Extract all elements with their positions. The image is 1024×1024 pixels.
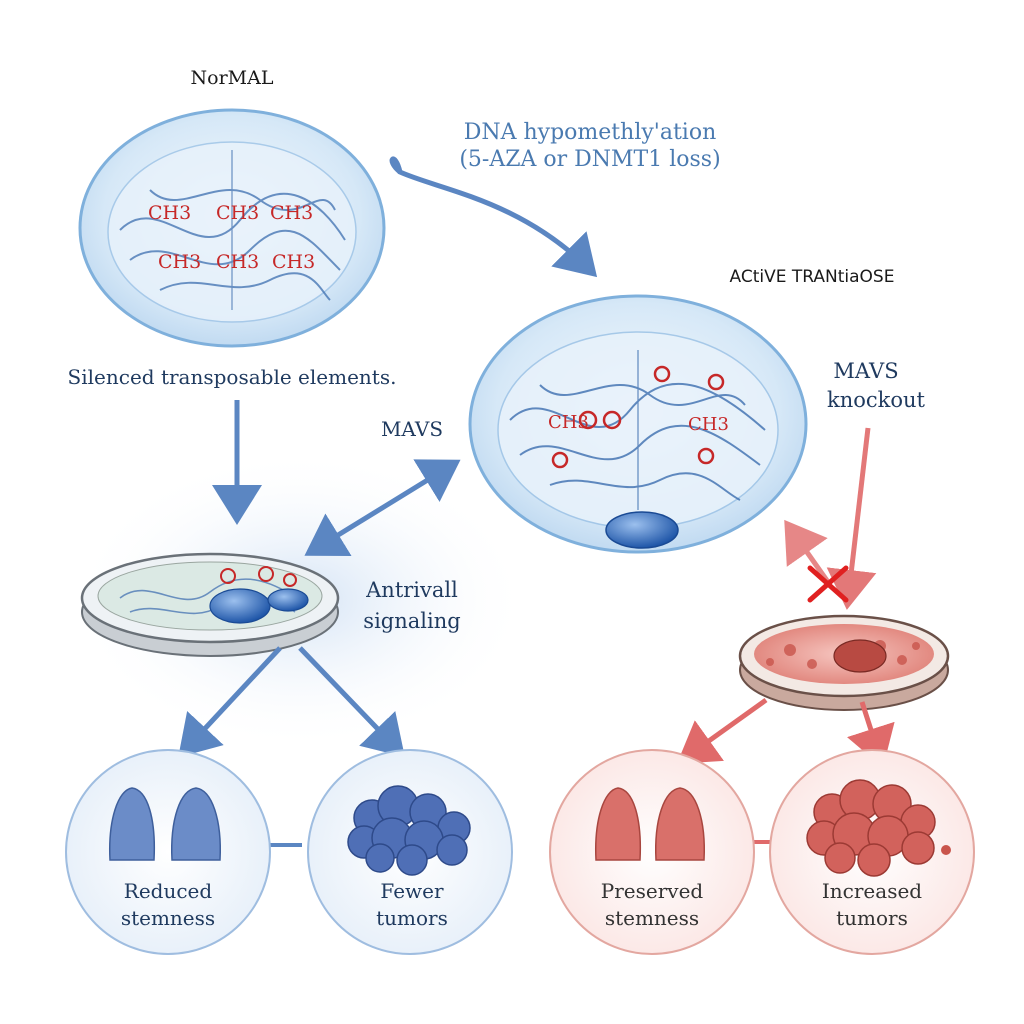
tumor-cluster-icon [347,785,471,876]
antiviral-label-line1: Antrivall [365,578,458,602]
preserved-stemness-panel [549,749,755,955]
methyl-mark: CH3 [270,202,313,224]
increased-tumors-panel [769,749,975,955]
preserved-label-line2: stemness [605,906,699,930]
fewer-tumors-panel [307,749,513,955]
dish-to-increased-arrow [847,701,895,768]
active-cell: CH3 CH3 [468,294,808,554]
active-label: ACtiVE TRANtiaOSE [730,267,895,287]
reduced-label-line1: Reduced [124,879,213,903]
mavs-bidirectional-arrow [304,459,461,557]
signaling-dish [80,552,340,657]
methyl-mark: CH3 [216,251,259,273]
increased-label-line1: Increased [822,879,922,903]
reduced-stemness-panel [65,749,271,955]
mavs-protein-icon [605,511,679,549]
active-transposons [551,365,725,469]
dish-to-preserved-arrow [676,697,768,764]
silenced-label: Silenced transposable elements. [68,365,397,389]
dish-to-tumors-arrow [298,646,405,758]
blocked-arrow [784,519,831,584]
stem-cell-icon [655,787,705,861]
methyl-mark: CH3 [148,202,191,224]
hypomethylation-arrow [389,156,598,278]
increased-label-line2: tumors [836,906,908,930]
knockout-arrow [826,427,877,610]
fewer-label-line1: Fewer [380,879,444,903]
hypomethylation-label-line1: DNA hypomethly'ation [464,120,717,145]
fewer-label-line2: tumors [376,906,448,930]
hypomethylation-label-line2: (5-AZA or DNMT1 loss) [459,147,720,172]
normal-label: NorMAL [191,67,274,89]
methyl-mark: CH3 [158,251,201,273]
methyl-mark: CH3 [216,202,259,224]
dish-to-stemness-arrow [178,646,282,758]
normal-cell: CH3 CH3 CH3 CH3 CH3 CH3 [78,108,386,348]
mavs-knockout-label-line2: knockout [827,388,926,412]
methyl-mark: CH3 [272,251,315,273]
stem-cell-icon [595,787,642,861]
active-methyl-mark: CH3 [548,412,589,433]
dish-mavs-icon [209,588,271,624]
stem-cell-icon [171,787,221,861]
tumor-cluster-icon [806,779,936,877]
mavs-knockout-label-line1: MAVS [833,359,898,383]
stem-cell-icon [109,787,156,861]
active-chromatin [509,350,766,510]
knockout-dish [738,614,950,711]
chromatin-strands [119,150,346,310]
antiviral-label-line2: signaling [363,609,460,633]
reduced-label-line2: stemness [121,906,215,930]
preserved-label-line1: Preserved [601,879,704,903]
active-methyl-mark: CH3 [688,414,729,435]
block-x-icon [807,565,849,603]
mavs-label: MAVS [381,417,443,441]
